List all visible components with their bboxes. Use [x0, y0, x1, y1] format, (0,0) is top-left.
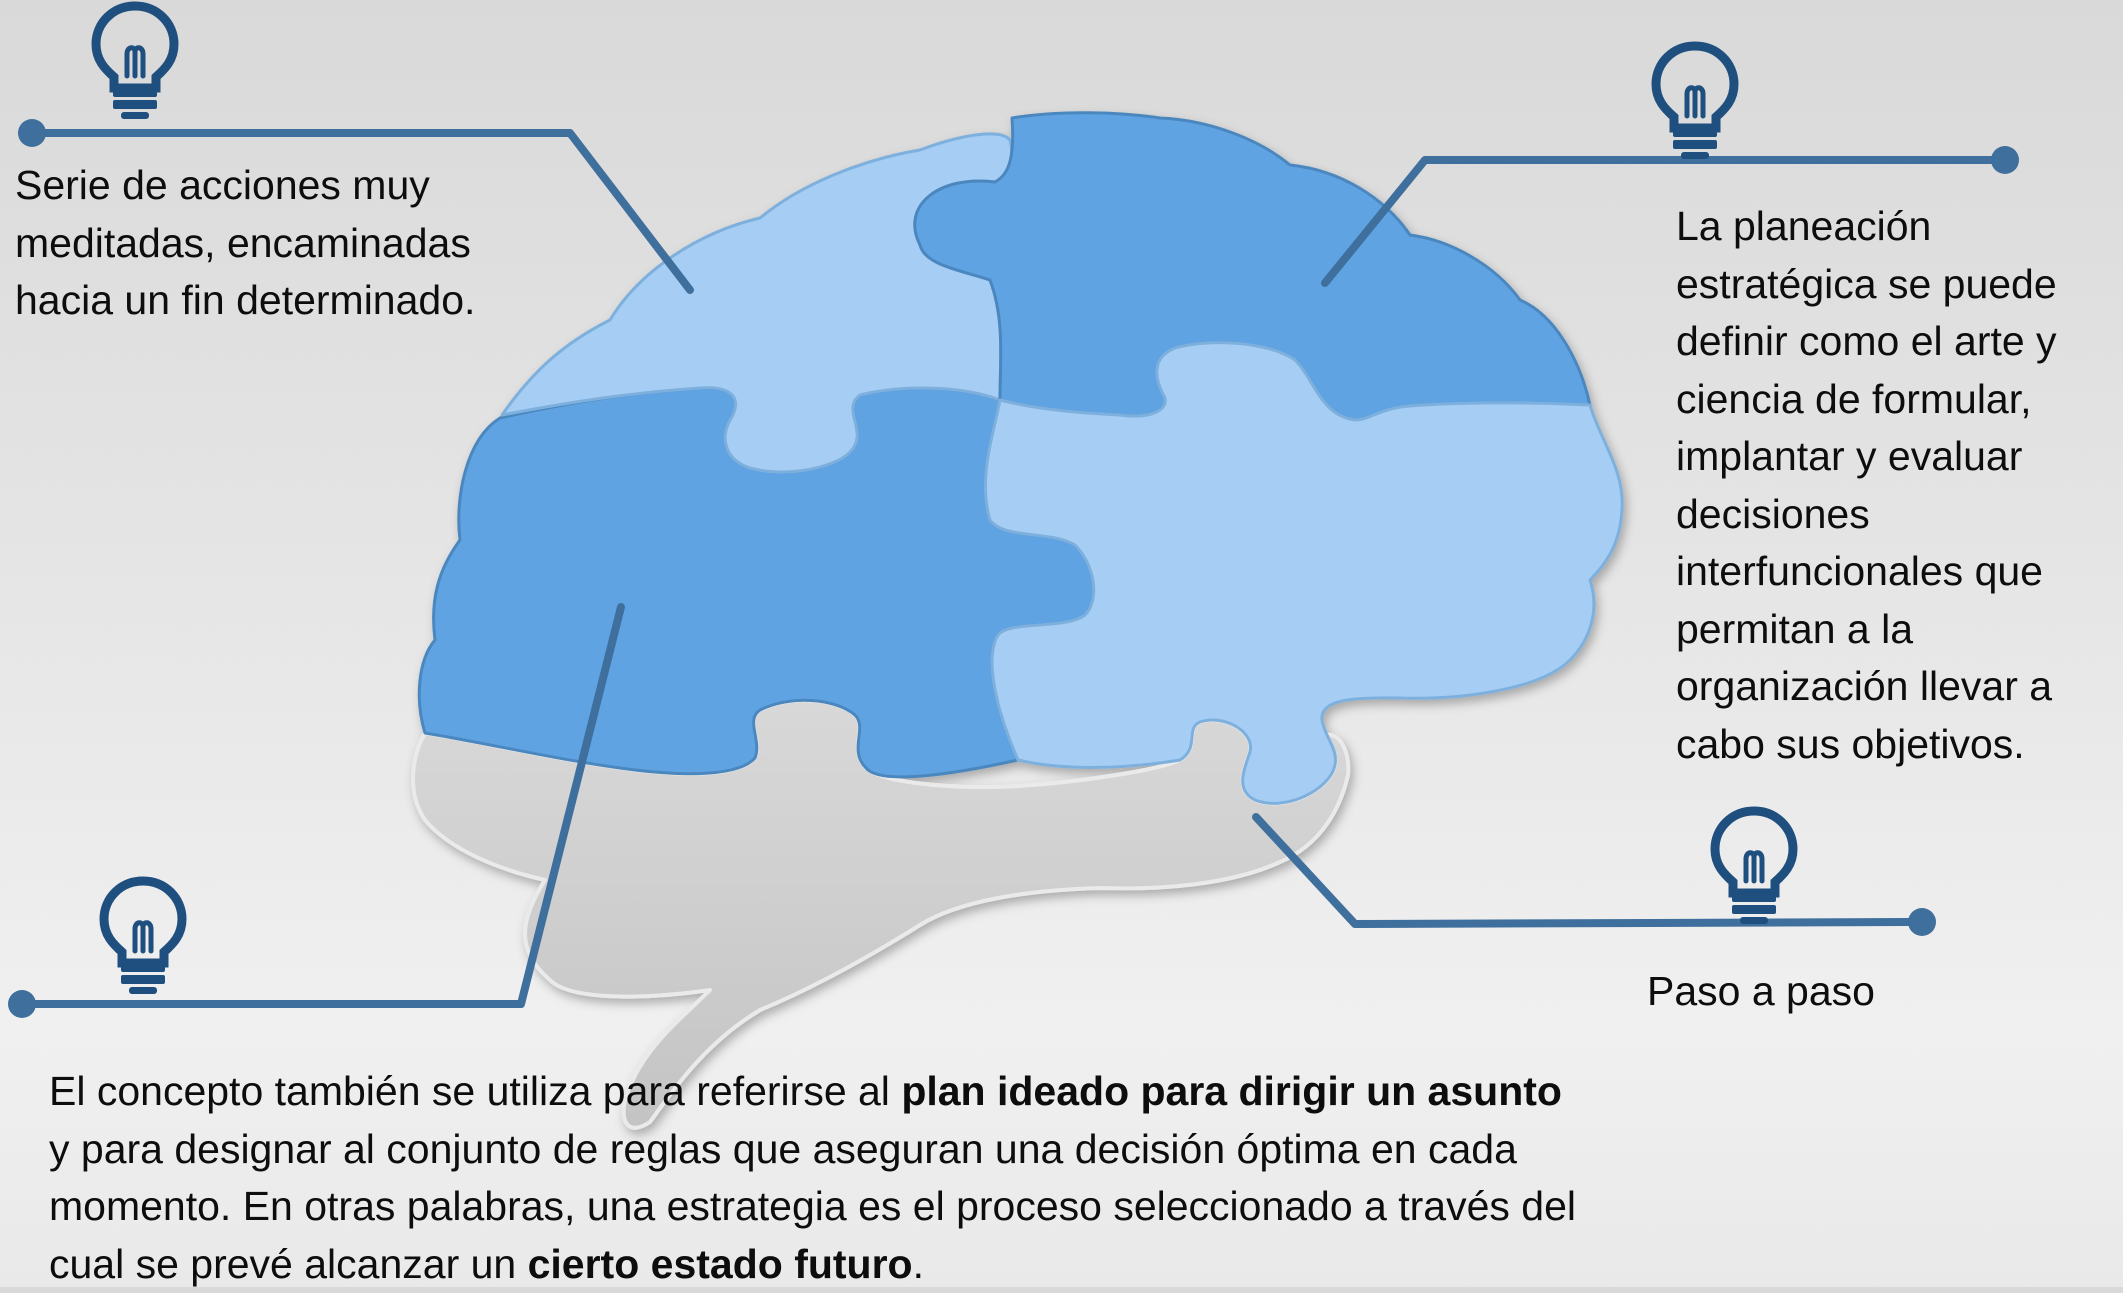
bottom-text-part2: y para designar al conjunto de reglas qu… [49, 1125, 1576, 1287]
dot-bottom-right [1908, 908, 1936, 936]
bottom-text-bold1: plan ideado para dirigir un asunto [901, 1068, 1562, 1114]
dot-top-right [1991, 146, 2019, 174]
callout-top-right-text: La planeación estratégica se puede defin… [1676, 203, 2057, 767]
puzzle-piece-light-right [983, 341, 1624, 805]
connector-top-left [28, 129, 694, 294]
callout-bottom-paragraph: El concepto también se utiliza para refe… [49, 1063, 1589, 1293]
bottom-text-bold2: cierto estado futuro [527, 1240, 913, 1287]
connector-dots [8, 119, 2019, 1018]
callout-bottom-right-text: Paso a paso [1647, 968, 1875, 1014]
lightbulb-icon [1715, 811, 1793, 924]
dot-top-left [18, 119, 46, 147]
connector-top-right [1321, 156, 2009, 287]
bottom-text-part1: El concepto también se utiliza para refe… [49, 1068, 902, 1114]
callout-top-left-text: Serie de acciones muy meditadas, encamin… [15, 162, 476, 323]
lightbulb-icon [1656, 46, 1734, 159]
bottom-text-part3: . [912, 1240, 924, 1287]
lightbulb-icon [104, 881, 182, 994]
connector-lines [18, 129, 2009, 1008]
dot-bottom-left [8, 990, 36, 1018]
connector-bottom-left [18, 603, 625, 1008]
connector-bottom-right [1252, 813, 1926, 928]
brain-shape [411, 111, 1624, 1130]
lightbulb-icon [96, 6, 174, 119]
